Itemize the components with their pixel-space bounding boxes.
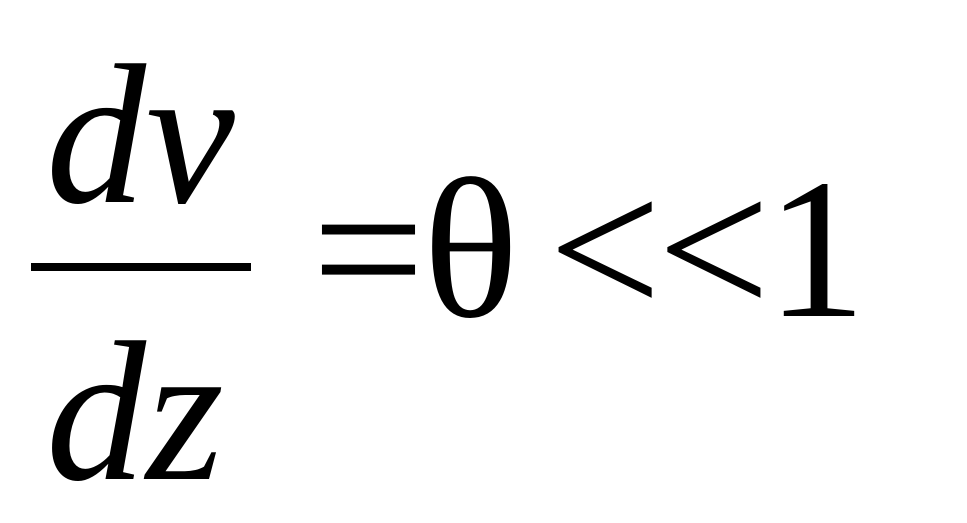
fraction-denominator: dz [46,302,224,523]
fraction-numerator: dv [46,25,235,246]
fraction-bar [31,263,251,271]
equals-sign: = [312,139,425,360]
number-one: 1 [766,139,866,360]
much-less-than-sign: << [548,139,771,360]
equation-rhs: =θ<<1 [312,139,866,360]
theta-symbol: θ [422,139,519,360]
